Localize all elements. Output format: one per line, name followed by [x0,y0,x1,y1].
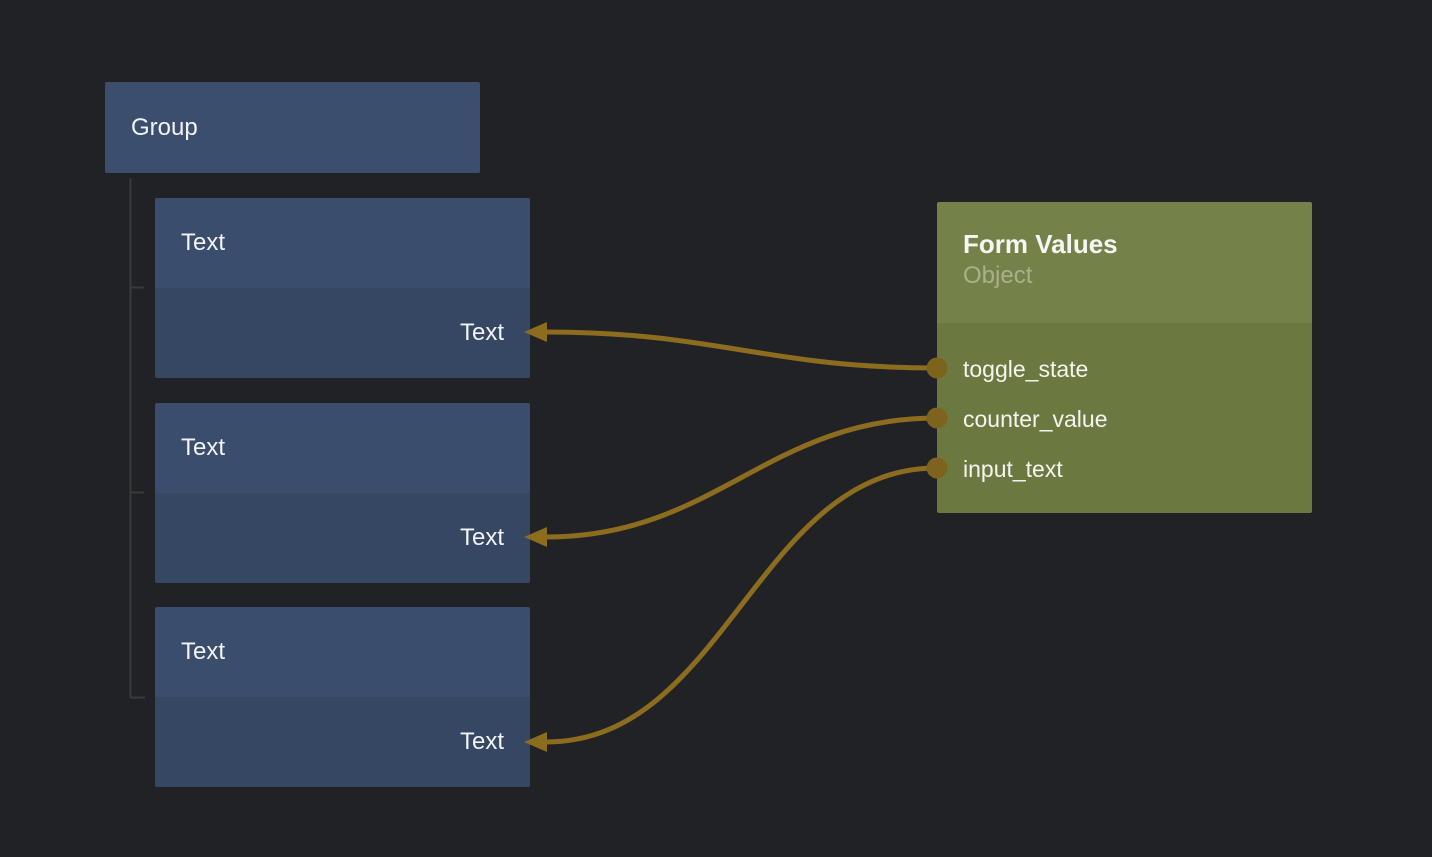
output-port-label-counter-value: counter_value [963,405,1108,432]
text-node-2-title: Text [181,434,226,461]
form-values-node-title: Form Values [963,229,1118,259]
group-node-title: Group [131,113,198,141]
text-node-1[interactable]: Text Text [155,198,530,378]
tree-connector [129,178,145,699]
text-node-3-title: Text [181,638,226,665]
wire-input-text[interactable] [545,465,938,745]
text-node-2-input-port-label: Text [459,524,504,551]
output-port-row-counter-value[interactable]: counter_value [937,394,1312,444]
tree-connector-trunk [129,178,145,699]
text-node-1-header[interactable]: Text [155,198,530,288]
text-node-3-body[interactable]: Text [155,697,530,787]
text-node-1-title: Text [181,229,226,256]
text-node-1-body[interactable]: Text [155,288,530,378]
form-values-node[interactable]: Form Values Object toggle_state counter_… [937,202,1312,513]
output-port-row-toggle-state[interactable]: toggle_state [937,344,1312,394]
text-node-2-body[interactable]: Text [155,493,530,583]
form-values-node-body[interactable]: toggle_state counter_value input_text [937,323,1312,513]
text-node-3-header[interactable]: Text [155,607,530,697]
output-port-row-input-text[interactable]: input_text [937,444,1312,494]
text-node-2[interactable]: Text Text [155,403,530,583]
form-values-node-subtitle: Object [963,262,1033,289]
output-port-label-input-text: input_text [963,455,1063,482]
output-port-label-toggle-state: toggle_state [963,355,1089,382]
text-node-1-input-port-label: Text [459,319,504,346]
edge-toggle-state-to-text-1[interactable] [524,322,938,371]
text-node-3-input-port-label: Text [459,728,504,755]
text-node-2-header[interactable]: Text [155,403,530,493]
wire-counter-value[interactable] [545,415,938,540]
form-values-node-header[interactable]: Form Values Object [937,202,1312,323]
wire-toggle-state[interactable] [545,329,938,371]
edge-input-text-to-text-3[interactable] [524,465,938,752]
text-node-3[interactable]: Text Text [155,607,530,787]
group-node[interactable]: Group [105,82,480,173]
edge-counter-value-to-text-2[interactable] [524,415,938,547]
